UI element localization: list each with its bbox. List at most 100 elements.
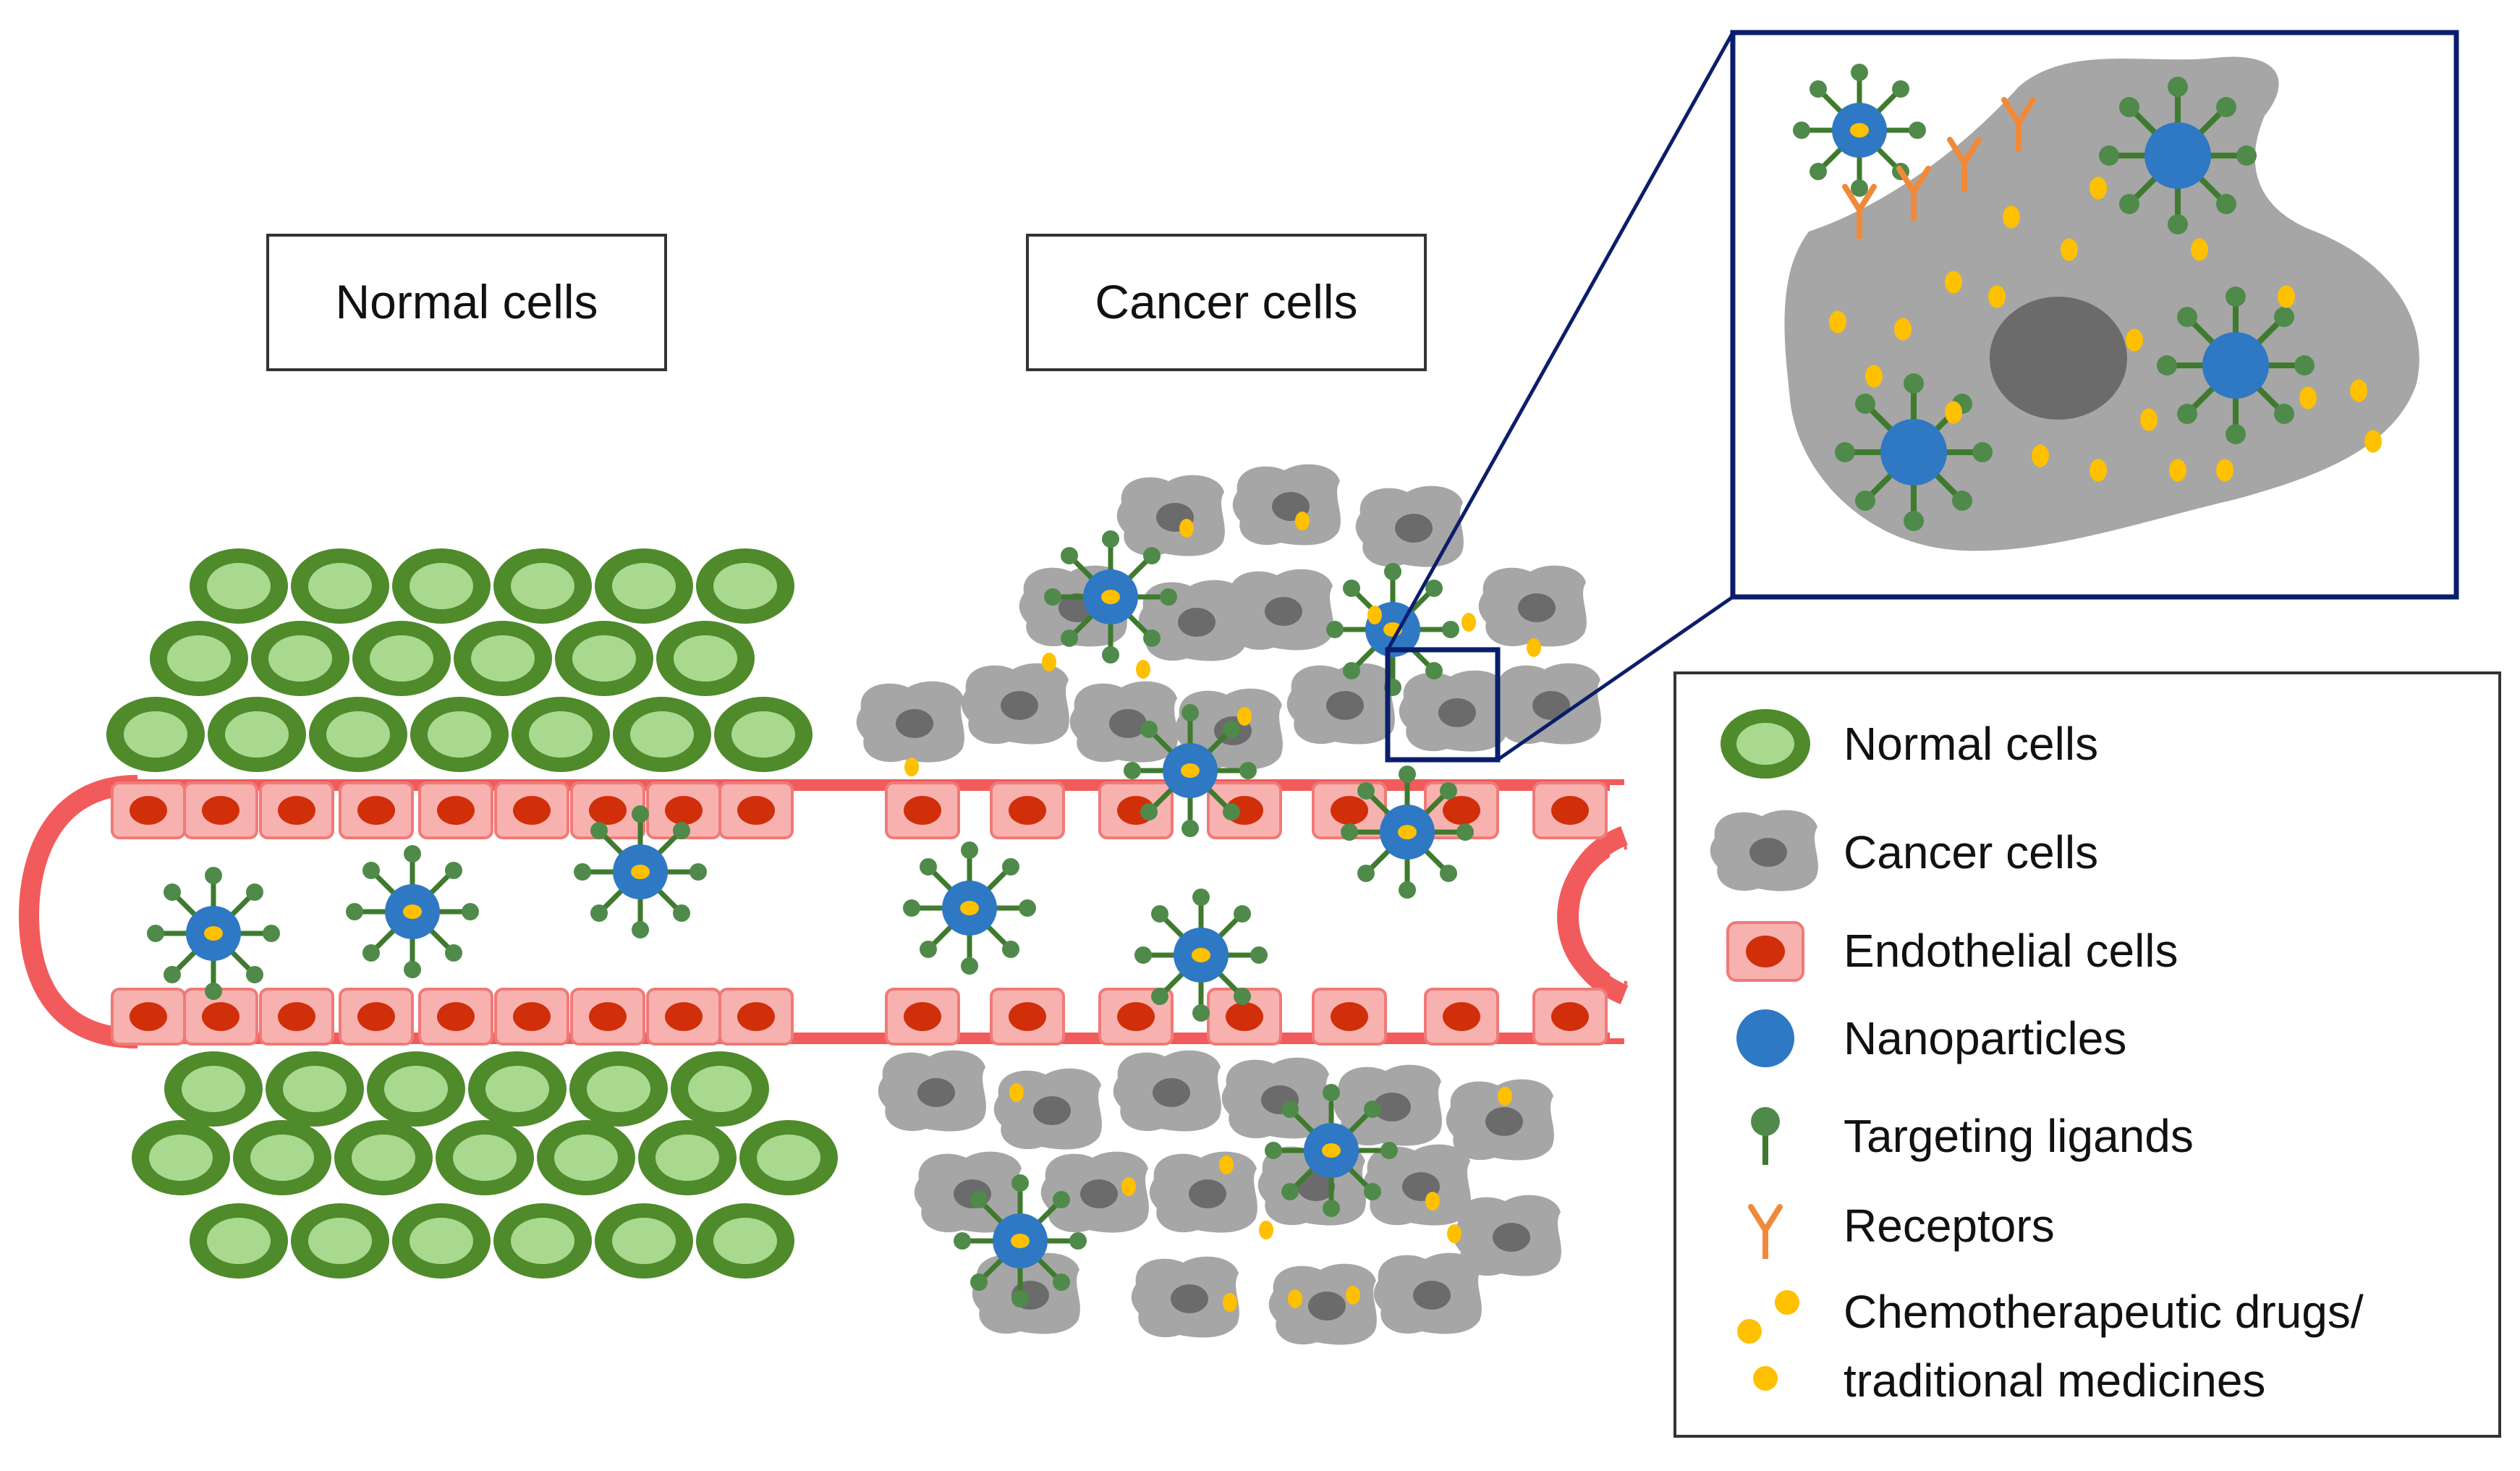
endothelial-cell xyxy=(1098,781,1174,839)
legend-endothelial-label: Endothelial cells xyxy=(1844,925,2179,977)
cancer-cell xyxy=(856,681,964,763)
nanoparticle xyxy=(1326,563,1459,696)
drug-particle xyxy=(1988,285,2006,308)
legend-drug-icon xyxy=(1737,1290,1799,1391)
endothelial-cell xyxy=(111,781,186,839)
cancer-cells-label: Cancer cells xyxy=(1095,275,1357,328)
zoomed-nucleus xyxy=(1990,297,2127,420)
nanoparticle xyxy=(1341,766,1474,899)
cancer-cell xyxy=(1113,1050,1221,1132)
endothelial-cell xyxy=(494,988,569,1046)
drug-particle xyxy=(2169,459,2186,482)
normal-cell xyxy=(569,1051,668,1127)
nanoparticle xyxy=(903,842,1036,975)
nanoparticle xyxy=(574,805,707,938)
drug-particle xyxy=(1259,1221,1273,1239)
endothelial-cell xyxy=(718,781,794,839)
drug-particle xyxy=(1223,1293,1237,1312)
endothelial-cell xyxy=(990,781,1065,839)
normal-cell xyxy=(266,1051,364,1127)
nanoparticle xyxy=(1835,373,1993,531)
zoom-panel xyxy=(1730,30,2459,600)
drug-particle xyxy=(1865,365,1883,388)
nanoparticle xyxy=(1265,1084,1398,1217)
normal-cell xyxy=(468,1051,567,1127)
legend: Normal cells Cancer cells Endothelial ce… xyxy=(1673,671,2501,1438)
endothelial-cell xyxy=(111,988,186,1046)
normal-cell xyxy=(392,1203,491,1279)
normal-cell xyxy=(190,1203,288,1279)
drug-particle xyxy=(1121,1177,1136,1196)
normal-cell xyxy=(671,1051,769,1127)
cancer-cell xyxy=(878,1050,986,1132)
cancer-cell xyxy=(1355,486,1464,567)
normal-cell xyxy=(410,697,509,772)
drug-particle xyxy=(2140,408,2158,431)
normal-cell xyxy=(291,1203,389,1279)
normal-cell xyxy=(164,1051,263,1127)
cancer-cell xyxy=(1131,1256,1239,1338)
nanoparticle xyxy=(954,1174,1087,1307)
endothelial-cell xyxy=(646,988,721,1046)
legend-nanoparticle-icon xyxy=(1736,1009,1794,1067)
endothelial-cell xyxy=(339,988,414,1046)
legend-ligand-label: Targeting ligands xyxy=(1844,1110,2194,1162)
normal-cell xyxy=(493,548,592,624)
zoom-contents xyxy=(1793,64,2382,531)
drug-particle xyxy=(1527,638,1541,657)
normal-cell xyxy=(555,621,653,696)
drug-particle xyxy=(1894,318,1912,341)
endothelial-cell xyxy=(570,988,645,1046)
cancer-cell xyxy=(1149,1151,1257,1233)
drug-particle xyxy=(2090,177,2107,200)
drug-particle xyxy=(1136,660,1150,679)
cancer-cell xyxy=(961,663,1069,745)
nanoparticle xyxy=(1124,704,1257,837)
nanoparticle xyxy=(2157,287,2315,444)
drug-particle xyxy=(1346,1286,1360,1305)
cancer-cell xyxy=(1116,475,1225,556)
normal-cell xyxy=(334,1120,433,1195)
cancer-cell xyxy=(1232,464,1341,546)
normal-cell xyxy=(638,1120,737,1195)
legend-drug-label: Chemotherapeutic drugs/ xyxy=(1844,1286,2364,1338)
drug-particle xyxy=(1461,613,1476,632)
endothelial-cell xyxy=(339,781,414,839)
normal-cell xyxy=(367,1051,465,1127)
endothelial-cell xyxy=(1532,988,1608,1046)
normal-cell xyxy=(190,548,288,624)
drug-particle xyxy=(2299,386,2317,410)
normal-cell xyxy=(251,621,349,696)
cancer-cell xyxy=(993,1068,1102,1150)
drug-particle xyxy=(1042,653,1056,671)
normal-cell xyxy=(739,1120,838,1195)
drug-particle xyxy=(2090,459,2107,482)
legend-normal-icon xyxy=(1721,709,1810,779)
cancer-cell xyxy=(1373,1252,1482,1334)
drug-particle xyxy=(2350,379,2367,402)
drug-particle xyxy=(2032,444,2049,467)
cancer-cell xyxy=(1478,565,1587,647)
drug-particles xyxy=(904,512,1541,1312)
endothelial-cell xyxy=(990,988,1065,1046)
normal-cell xyxy=(309,697,407,772)
legend-cancer-label: Cancer cells xyxy=(1844,826,2098,878)
normal-cell xyxy=(595,1203,693,1279)
endothelial-cell xyxy=(1312,988,1387,1046)
drug-particle xyxy=(1447,1224,1461,1243)
drug-particle xyxy=(2191,238,2208,261)
normal-cell xyxy=(291,548,389,624)
nanoparticle xyxy=(1134,889,1268,1022)
endothelial-cell xyxy=(1424,988,1499,1046)
drug-particle xyxy=(1945,401,1962,424)
zoomed-cancer-cell xyxy=(1784,56,2419,551)
normal-cell xyxy=(106,697,205,772)
legend-normal-label: Normal cells xyxy=(1844,718,2098,770)
endothelial-cell xyxy=(1207,781,1282,839)
endothelial-cell xyxy=(1532,781,1608,839)
normal-cell xyxy=(714,697,813,772)
normal-cell xyxy=(493,1203,592,1279)
cancer-cell xyxy=(1221,1057,1330,1139)
drug-particle xyxy=(2278,285,2295,308)
endothelial-cell xyxy=(183,988,258,1046)
